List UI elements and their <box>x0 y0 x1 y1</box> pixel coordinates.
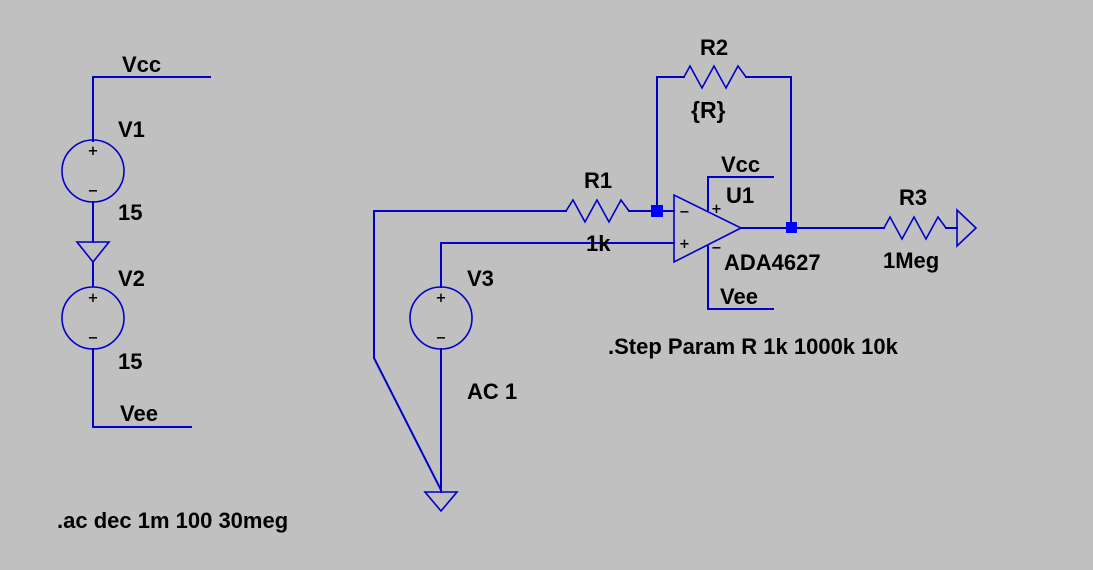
wire-vcc-to-v1 <box>92 76 211 142</box>
u1-supply-pos-pin: + <box>711 202 722 217</box>
wire-r1-input-loop <box>373 210 567 492</box>
ac-directive[interactable]: .ac dec 1m 100 30meg <box>57 508 288 533</box>
ground-symbol-bottom <box>423 491 459 513</box>
v1-name-label: V1 <box>118 117 145 142</box>
v1-minus-sign: − <box>88 184 99 199</box>
resistor-r2[interactable] <box>683 64 747 90</box>
r1-value-label: 1k <box>586 231 611 256</box>
ground-symbol-output <box>956 208 978 248</box>
v2-minus-sign: − <box>88 331 99 346</box>
wire-v2-to-vee <box>92 348 192 428</box>
v2-value-label: 15 <box>118 349 142 374</box>
u1-vcc-label: Vcc <box>721 152 760 177</box>
wire-u1-vcc <box>707 176 774 211</box>
step-directive[interactable]: .Step Param R 1k 1000k 10k <box>608 334 899 359</box>
r3-name-label: R3 <box>899 185 927 210</box>
resistor-r3[interactable] <box>883 215 947 241</box>
net-label-vee: Vee <box>120 401 158 426</box>
r2-value-label: {R} <box>691 97 726 123</box>
wire-r2-left <box>656 76 685 212</box>
v1-value-label: 15 <box>118 200 142 225</box>
wire-u1-vee <box>707 245 774 310</box>
r2-name-label: R2 <box>700 35 728 60</box>
v2-plus-sign: + <box>88 291 99 306</box>
v3-name-label: V3 <box>467 266 494 291</box>
v1-plus-sign: + <box>88 144 99 159</box>
u1-vee-label: Vee <box>720 284 758 309</box>
v3-plus-sign: + <box>436 291 447 306</box>
wire-v3-to-noninverting <box>440 242 675 288</box>
net-label-vcc: Vcc <box>122 52 161 77</box>
v3-minus-sign: − <box>436 331 447 346</box>
u1-model-label: ADA4627 <box>724 250 821 275</box>
voltage-source-v3[interactable]: + − <box>409 286 473 350</box>
junction-inverting-node <box>651 205 663 217</box>
u1-noninverting-pin: + <box>679 237 690 252</box>
v2-name-label: V2 <box>118 266 145 291</box>
voltage-source-v2[interactable]: + − <box>61 286 125 350</box>
resistor-r1[interactable] <box>565 198 630 224</box>
r3-value-label: 1Meg <box>883 248 939 273</box>
u1-name-label: U1 <box>726 183 754 208</box>
v3-value-label: AC 1 <box>467 379 517 404</box>
u1-inverting-pin: − <box>679 205 690 220</box>
ground-symbol-mid <box>75 241 111 264</box>
u1-supply-neg-pin: − <box>711 241 722 256</box>
voltage-source-v1[interactable]: + − <box>61 139 125 203</box>
wire-r2-right <box>745 76 792 229</box>
junction-output-node <box>786 222 797 233</box>
r1-name-label: R1 <box>584 168 612 193</box>
